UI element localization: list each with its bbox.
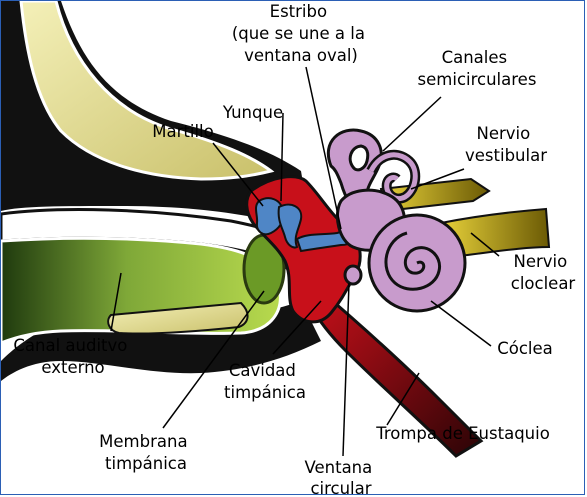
label-yunque: Yunque [222, 103, 283, 122]
label-martillo: Martillo [152, 122, 213, 141]
label-membrana-timpanica: Membrana timpánica [99, 432, 193, 473]
label-cavidad-timpanica: Cavidad timpánica [224, 361, 306, 402]
label-nervio-coclear: Nervio cloclear [511, 252, 576, 293]
label-trompa-eustaquio: Trompa de Eustaquio [375, 424, 550, 443]
label-ventana-circular: Ventana circular [304, 458, 377, 495]
round-window [345, 266, 361, 284]
label-coclea: Cóclea [497, 339, 553, 358]
label-estribo: Estribo (que se une a la ventana oval) [232, 2, 370, 65]
label-canales-semicirculares: Canales semicirculares [418, 48, 537, 89]
label-nervio-vestibular: Nervio vestibular [465, 124, 547, 165]
